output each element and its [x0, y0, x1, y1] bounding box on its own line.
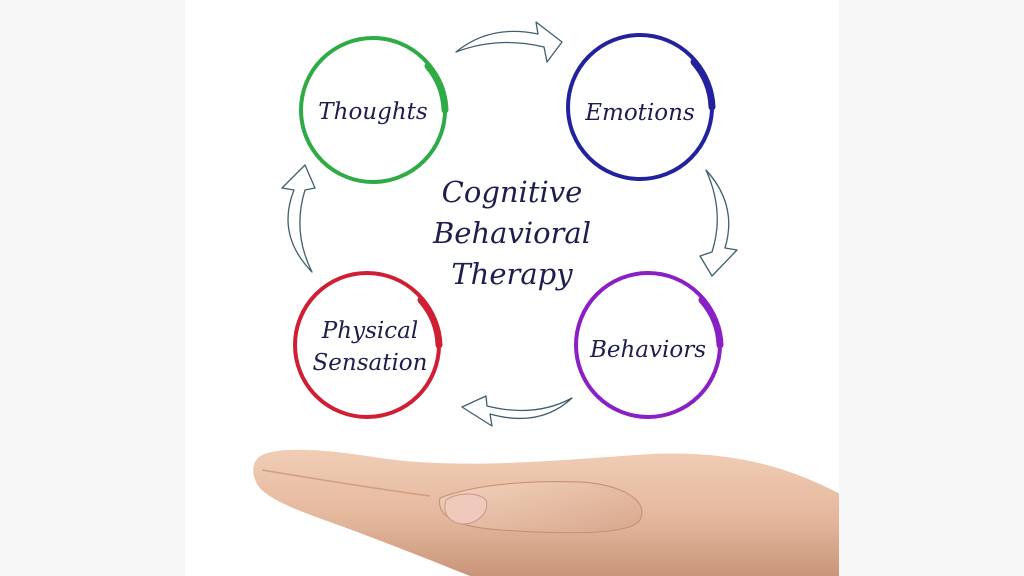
physical-sensation-ring-stroke-end	[417, 296, 443, 349]
arrow-behaviors-to-physical-sensation	[461, 395, 573, 427]
node-behaviors: Behaviors	[574, 271, 724, 419]
arrow-physical-sensation-to-thoughts	[281, 164, 316, 273]
center-title-line-2: Behavioral	[432, 216, 591, 250]
right-margin	[839, 0, 1024, 576]
arrow-emotions-to-behaviors	[699, 169, 738, 277]
emotions-ring-stroke-end	[690, 58, 716, 111]
thoughts-ring-stroke-end	[424, 62, 449, 114]
physical-sensation-label-line-1: Physical	[321, 318, 418, 344]
hand-thumb	[439, 481, 643, 534]
thoughts-label: Thoughts	[318, 99, 428, 125]
behaviors-ring-stroke-end	[698, 296, 724, 349]
node-thoughts: Thoughts	[299, 36, 449, 184]
thumb-nail-icon	[444, 493, 488, 525]
emotions-label: Emotions	[584, 100, 695, 126]
node-emotions: Emotions	[566, 33, 716, 181]
center-title-line-1: Cognitive	[442, 175, 583, 209]
physical-sensation-label-line-2: Sensation	[313, 350, 428, 376]
hand-fingers-crease	[261, 469, 431, 497]
node-physical-sensation: Physical Sensation	[293, 271, 443, 419]
physical-sensation-ring	[293, 271, 441, 419]
arrow-thoughts-to-emotions	[455, 21, 563, 63]
open-palm-hand	[253, 449, 950, 576]
center-title: Cognitive Behavioral Therapy	[432, 175, 591, 291]
left-margin	[0, 0, 185, 576]
center-title-line-3: Therapy	[451, 257, 573, 291]
behaviors-label: Behaviors	[589, 337, 706, 363]
